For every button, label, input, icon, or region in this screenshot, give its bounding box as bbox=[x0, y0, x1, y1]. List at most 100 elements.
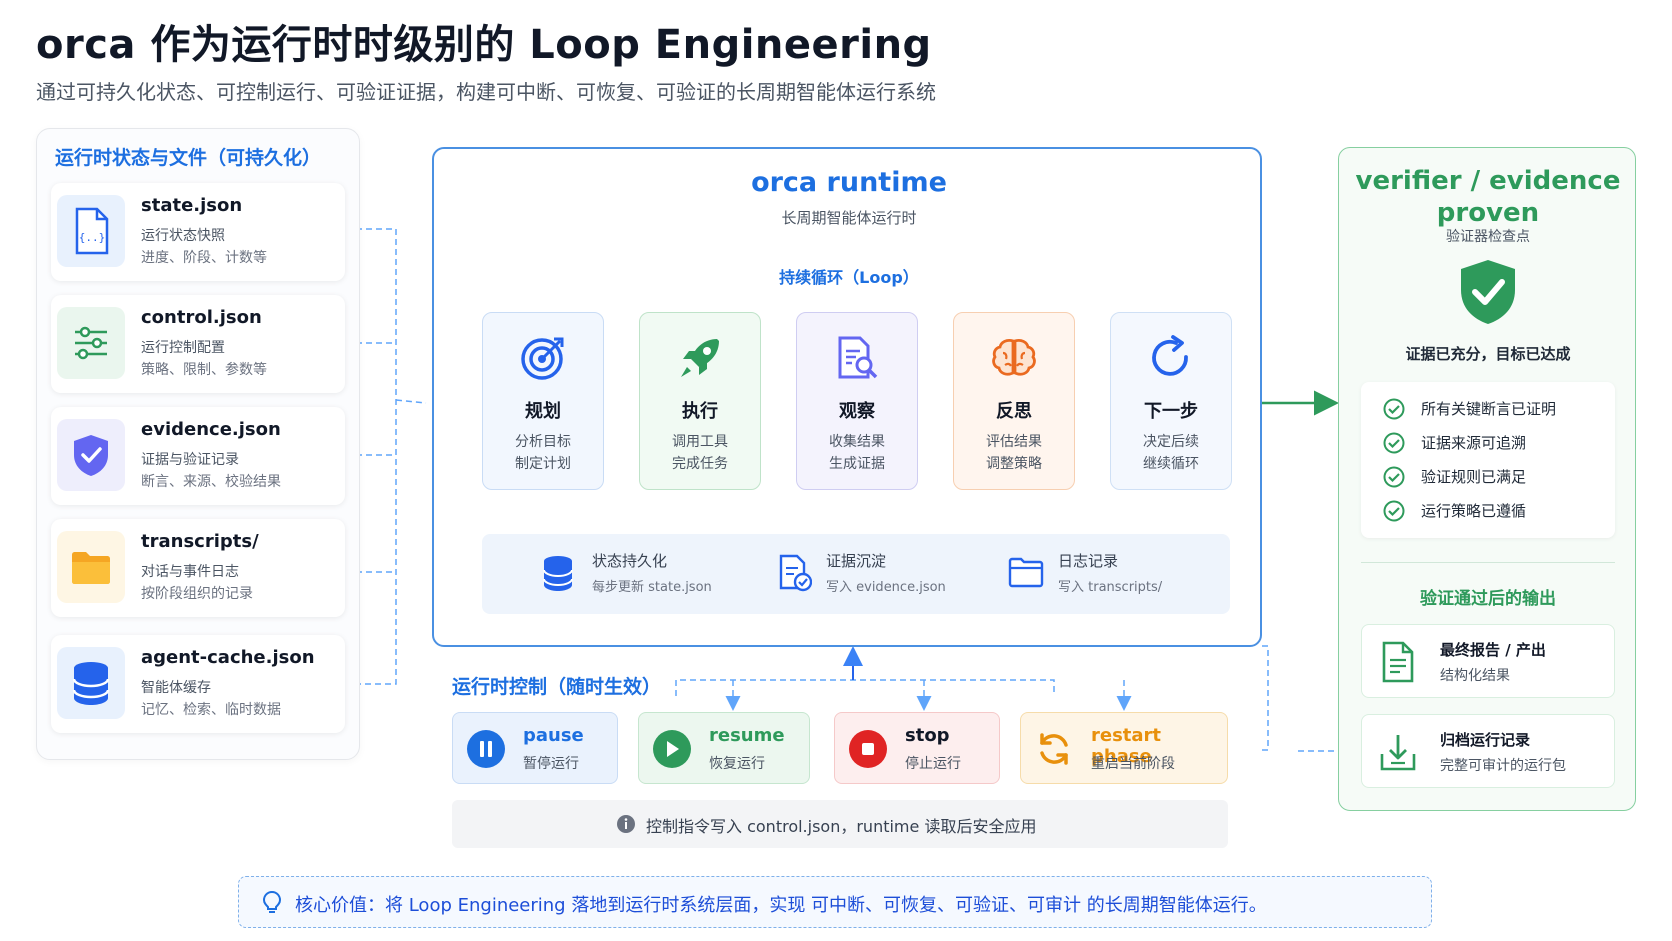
verification-checklist: 所有关键断言已证明 证据来源可追溯 验证规则已满足 运行策略已遵循 bbox=[1361, 382, 1615, 538]
database-icon bbox=[542, 554, 574, 596]
file-description: 对话与事件日志 bbox=[141, 564, 239, 580]
persistence-logs: 日志记录 写入 transcripts/ bbox=[1008, 548, 1208, 600]
file-description: 运行状态快照 bbox=[141, 228, 225, 244]
shield-check-icon bbox=[1457, 258, 1519, 330]
stage-name: 观察 bbox=[839, 401, 875, 422]
folder-outline-icon bbox=[1008, 556, 1044, 592]
stage-name: 下一步 bbox=[1144, 401, 1198, 422]
stage-line2: 继续循环 bbox=[1143, 456, 1199, 472]
target-icon bbox=[483, 333, 603, 383]
stage-line1: 分析目标 bbox=[515, 434, 571, 450]
check-circle-icon bbox=[1383, 466, 1405, 492]
output-desc: 结构化结果 bbox=[1440, 668, 1510, 684]
pause-button[interactable]: pause 暂停运行 bbox=[452, 712, 618, 784]
stage-line2: 制定计划 bbox=[515, 456, 571, 472]
control-name: resume bbox=[709, 725, 785, 746]
check-circle-icon bbox=[1383, 432, 1405, 458]
check-text: 验证规则已满足 bbox=[1421, 468, 1527, 486]
resume-button[interactable]: resume 恢复运行 bbox=[638, 712, 810, 784]
stage-line1: 调用工具 bbox=[672, 434, 728, 450]
report-icon bbox=[1376, 639, 1420, 685]
output-desc: 完整可审计的运行包 bbox=[1440, 758, 1566, 774]
persistence-name: 证据沉淀 bbox=[826, 552, 887, 570]
page-subtitle: 通过可持久化状态、可控制运行、可验证证据，构建可中断、可恢复、可验证的长周期智能… bbox=[36, 80, 936, 104]
stage-name: 执行 bbox=[682, 401, 718, 422]
restart-phase-button[interactable]: restart phase 重启当前阶段 bbox=[1020, 712, 1228, 784]
svg-text:{..}: {..} bbox=[79, 231, 106, 244]
stop-icon bbox=[849, 730, 887, 768]
brain-icon bbox=[954, 333, 1074, 383]
control-name: restart phase bbox=[1091, 725, 1162, 767]
stage-line2: 生成证据 bbox=[829, 456, 885, 472]
file-description: 证据与验证记录 bbox=[141, 452, 239, 468]
stage-name: 规划 bbox=[525, 401, 561, 422]
core-value-banner: 核心价值：将 Loop Engineering 落地到运行时系统层面，实现 可中… bbox=[238, 876, 1432, 928]
document-search-icon bbox=[797, 333, 917, 383]
control-note-text: 控制指令写入 control.json，runtime 读取后安全应用 bbox=[646, 817, 1037, 836]
stage-execute[interactable]: 执行 调用工具 完成任务 bbox=[639, 312, 761, 490]
output-archive-record[interactable]: 归档运行记录 完整可审计的运行包 bbox=[1361, 714, 1615, 788]
archive-download-icon bbox=[1376, 729, 1420, 775]
verifier-status: 证据已充分，目标已达成 bbox=[1405, 345, 1571, 363]
play-icon bbox=[653, 730, 691, 768]
file-card-agent-cache-json[interactable]: agent-cache.json 智能体缓存 记忆、检索、临时数据 bbox=[51, 635, 345, 733]
persistence-desc: 写入 evidence.json bbox=[826, 580, 946, 595]
runtime-files-title: 运行时状态与文件（可持久化） bbox=[55, 147, 322, 169]
file-description: 运行控制配置 bbox=[141, 340, 225, 356]
stage-next-step[interactable]: 下一步 决定后续 继续循环 bbox=[1110, 312, 1232, 490]
database-icon bbox=[57, 647, 125, 719]
file-card-state-json[interactable]: {..} state.json 运行状态快照 进度、阶段、计数等 bbox=[51, 183, 345, 281]
output-final-report[interactable]: 最终报告 / 产出 结构化结果 bbox=[1361, 624, 1615, 698]
output-section-title: 验证通过后的输出 bbox=[1420, 589, 1556, 609]
control-desc: 恢复运行 bbox=[709, 756, 765, 772]
persistence-name: 日志记录 bbox=[1058, 552, 1119, 570]
lightbulb-icon bbox=[261, 890, 285, 914]
file-card-control-json[interactable]: control.json 运行控制配置 策略、限制、参数等 bbox=[51, 295, 345, 393]
file-name: transcripts/ bbox=[141, 531, 259, 552]
verifier-title: verifier / evidence bbox=[1355, 166, 1621, 196]
file-details: 进度、阶段、计数等 bbox=[141, 250, 267, 266]
control-section-title: 运行时控制（随时生效） bbox=[452, 676, 662, 698]
stage-line2: 调整策略 bbox=[986, 456, 1042, 472]
evidence-doc-icon bbox=[778, 554, 813, 596]
control-desc: 暂停运行 bbox=[523, 756, 579, 772]
check-text: 运行策略已遵循 bbox=[1421, 502, 1527, 520]
file-name: control.json bbox=[141, 307, 262, 328]
refresh-icon bbox=[1111, 333, 1231, 383]
verifier-divider bbox=[1361, 562, 1615, 563]
shield-check-icon bbox=[57, 419, 125, 491]
check-text: 所有关键断言已证明 bbox=[1421, 400, 1557, 418]
sliders-icon bbox=[57, 307, 125, 379]
stage-plan[interactable]: 规划 分析目标 制定计划 bbox=[482, 312, 604, 490]
orca-runtime-panel: orca runtime 长周期智能体运行时 持续循环（Loop） 规划 分析目… bbox=[432, 147, 1262, 647]
stage-name: 反思 bbox=[996, 401, 1032, 422]
verifier-title-line2: proven bbox=[1436, 198, 1540, 228]
persistence-evidence: 证据沉淀 写入 evidence.json bbox=[776, 548, 976, 600]
file-card-transcripts[interactable]: transcripts/ 对话与事件日志 按阶段组织的记录 bbox=[51, 519, 345, 617]
folder-icon bbox=[57, 531, 125, 603]
pause-icon bbox=[467, 730, 505, 768]
runtime-subtitle: 长周期智能体运行时 bbox=[781, 209, 917, 227]
loop-label: 持续循环（Loop） bbox=[779, 268, 919, 287]
control-name: stop bbox=[905, 725, 950, 746]
core-value-text: 核心价值：将 Loop Engineering 落地到运行时系统层面，实现 可中… bbox=[295, 895, 1267, 916]
control-note: 控制指令写入 control.json，runtime 读取后安全应用 bbox=[452, 800, 1228, 848]
persistence-state: 状态持久化 每步更新 state.json bbox=[542, 548, 742, 600]
file-name: agent-cache.json bbox=[141, 647, 315, 668]
rocket-icon bbox=[640, 333, 760, 383]
check-circle-icon bbox=[1383, 398, 1405, 424]
stage-line2: 完成任务 bbox=[672, 456, 728, 472]
check-text: 证据来源可追溯 bbox=[1421, 434, 1527, 452]
stop-button[interactable]: stop 停止运行 bbox=[834, 712, 1000, 784]
persistence-desc: 每步更新 state.json bbox=[592, 580, 712, 595]
file-details: 断言、来源、校验结果 bbox=[141, 474, 281, 490]
stage-line1: 收集结果 bbox=[829, 434, 885, 450]
persistence-desc: 写入 transcripts/ bbox=[1058, 580, 1163, 595]
verifier-subtitle: 验证器检查点 bbox=[1446, 229, 1530, 245]
stage-line1: 评估结果 bbox=[986, 434, 1042, 450]
file-name: evidence.json bbox=[141, 419, 281, 440]
file-card-evidence-json[interactable]: evidence.json 证据与验证记录 断言、来源、校验结果 bbox=[51, 407, 345, 505]
stage-observe[interactable]: 观察 收集结果 生成证据 bbox=[796, 312, 918, 490]
stage-reflect[interactable]: 反思 评估结果 调整策略 bbox=[953, 312, 1075, 490]
file-description: 智能体缓存 bbox=[141, 680, 211, 696]
